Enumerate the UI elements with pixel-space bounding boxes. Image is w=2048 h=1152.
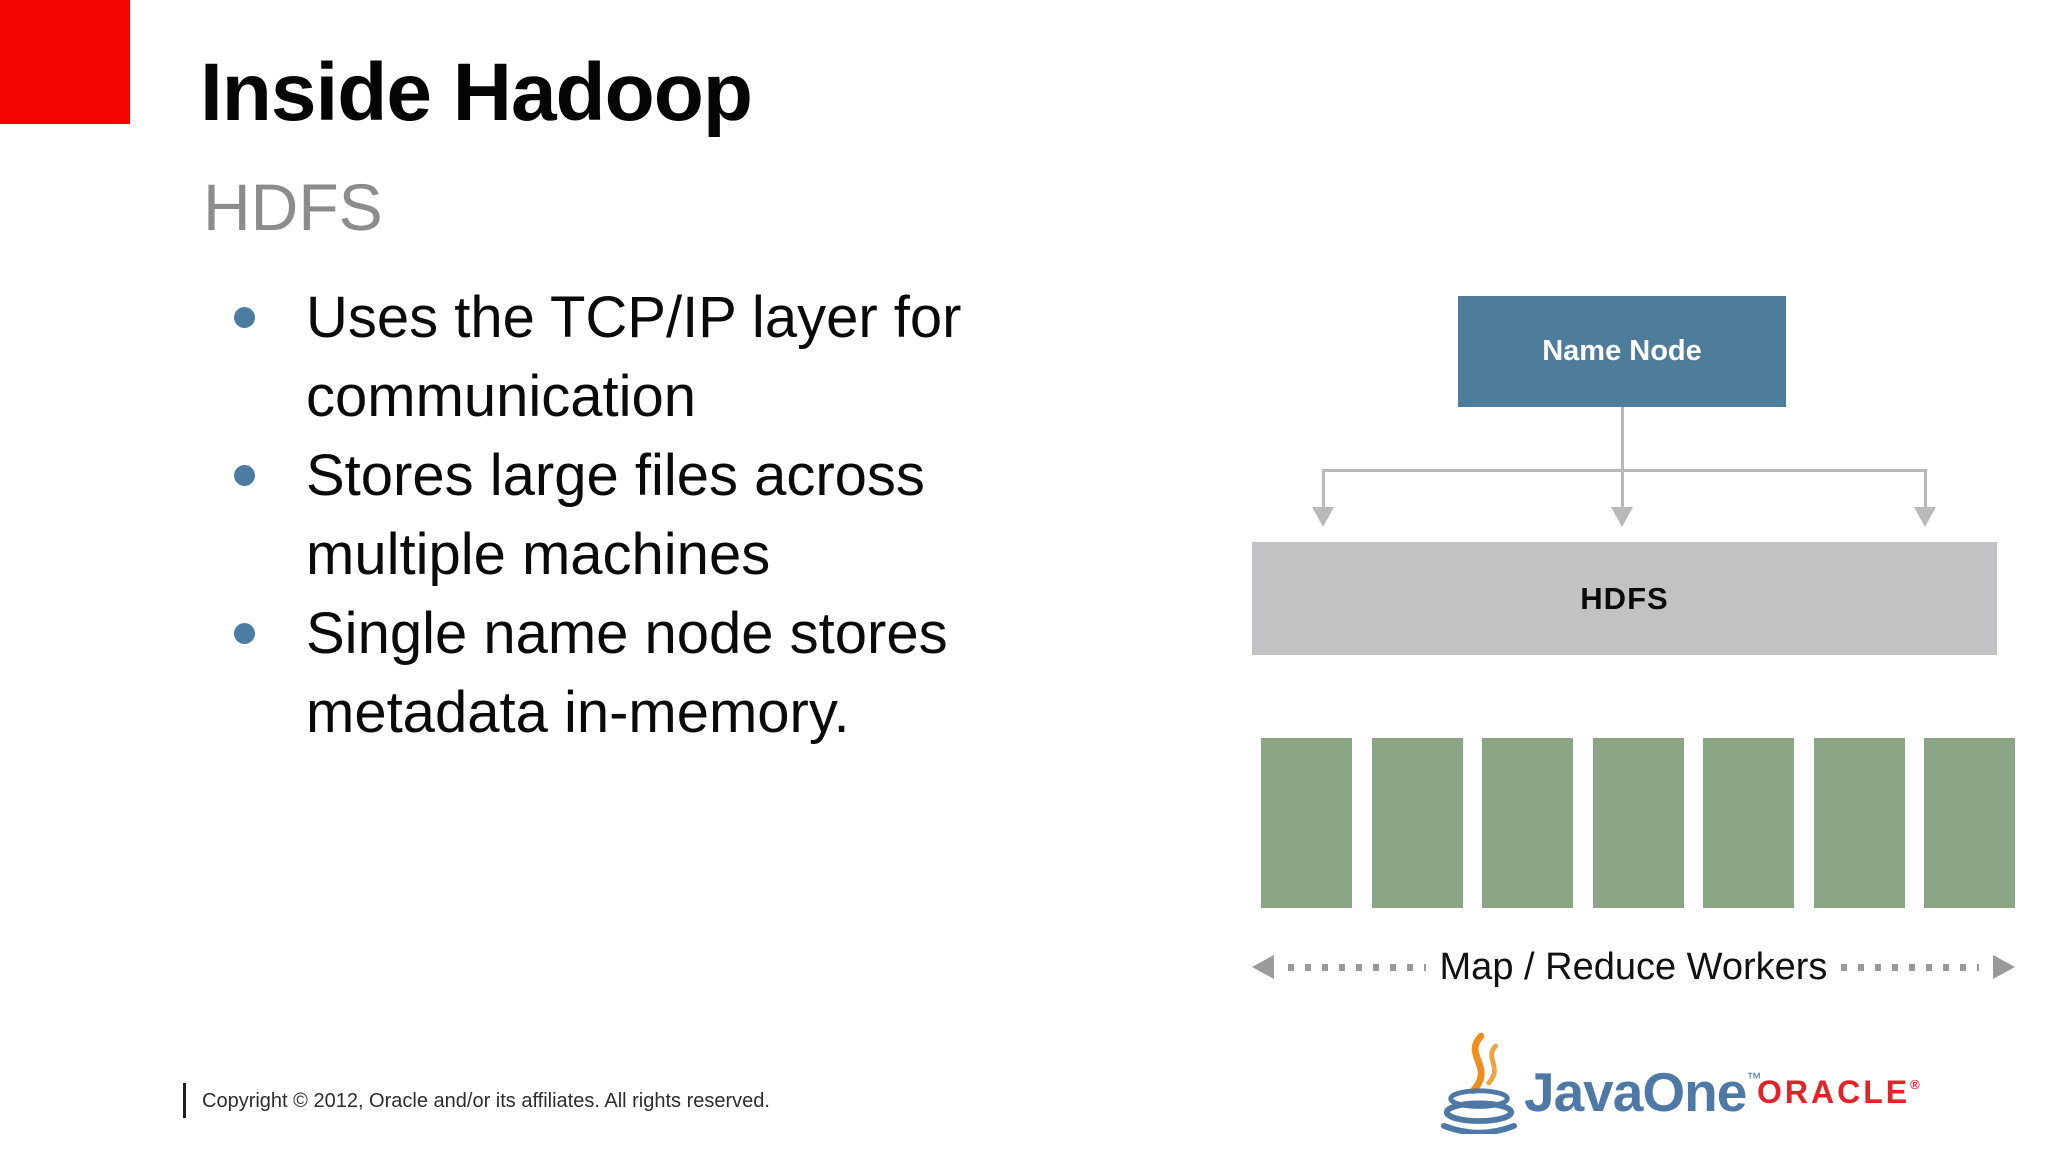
arrow-down-icon <box>1611 507 1633 527</box>
worker-blocks-row <box>1261 738 2015 908</box>
bullet-text: Single name node stores metadata in-memo… <box>306 601 948 745</box>
hdfs-layer-box: HDFS <box>1252 542 1997 655</box>
slide-subtitle: HDFS <box>203 170 383 244</box>
oracle-wordmark: ORACLE <box>1757 1074 1911 1110</box>
bullet-text: Uses the TCP/IP layer for communication <box>306 285 962 429</box>
arrow-right-icon <box>1992 955 2015 979</box>
arrow-left-icon <box>1252 955 1274 979</box>
connector-line-horizontal <box>1322 469 1927 472</box>
workers-caption: Map / Reduce Workers <box>1252 938 2015 996</box>
name-node-box: Name Node <box>1458 296 1786 407</box>
dotted-line-left <box>1287 963 1426 971</box>
bullet-text: Stores large files across multiple machi… <box>306 443 925 587</box>
workers-label: Map / Reduce Workers <box>1439 945 1828 988</box>
worker-block <box>1261 738 1352 908</box>
registered-symbol: ® <box>1910 1077 1920 1092</box>
worker-block <box>1813 738 1905 908</box>
arrow-down-icon <box>1312 507 1334 527</box>
name-node-label: Name Node <box>1542 335 1702 367</box>
connector-line-center <box>1621 407 1624 509</box>
java-cup-icon <box>1440 1032 1518 1134</box>
worker-block <box>1482 738 1573 908</box>
worker-block <box>1371 738 1463 908</box>
slide-title: Inside Hadoop <box>200 47 753 138</box>
worker-block <box>1703 738 1794 908</box>
hdfs-layer-label: HDFS <box>1580 580 1669 616</box>
copyright-text: Copyright © 2012, Oracle and/or its affi… <box>202 1090 770 1112</box>
javaone-logo-text: JavaOne™ <box>1524 1065 1761 1120</box>
bullet-item: Single name node stores metadata in-memo… <box>228 594 1148 752</box>
connector-line-left <box>1322 469 1325 509</box>
footer-divider <box>183 1083 186 1118</box>
worker-block <box>1592 738 1684 908</box>
dotted-line-right <box>1841 963 1980 971</box>
trademark-symbol: ™ <box>1746 1070 1762 1087</box>
connector-line-right <box>1924 469 1927 509</box>
oracle-logo: ORACLE® <box>1757 1076 1920 1108</box>
accent-red-square <box>0 0 130 124</box>
bullet-list: Uses the TCP/IP layer for communication … <box>228 278 1148 752</box>
worker-block <box>1924 738 2015 908</box>
bullet-item: Uses the TCP/IP layer for communication <box>228 278 1148 436</box>
arrow-down-icon <box>1914 507 1936 527</box>
bullet-item: Stores large files across multiple machi… <box>228 436 1148 594</box>
javaone-logo: JavaOne™ <box>1440 1030 1761 1134</box>
javaone-wordmark: JavaOne <box>1524 1061 1747 1123</box>
